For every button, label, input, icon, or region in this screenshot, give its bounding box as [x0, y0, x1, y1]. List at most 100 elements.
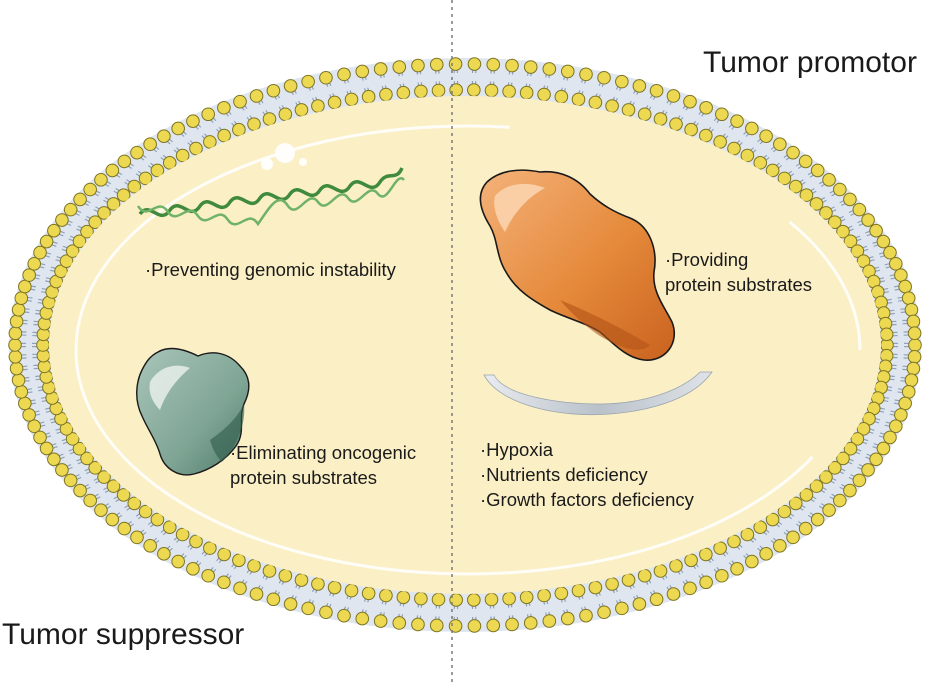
stress-item-growth-factors: ·Growth factors deficiency [480, 489, 694, 510]
lipid-head [699, 100, 713, 115]
lipid-head [765, 512, 780, 527]
lipid-head [653, 564, 668, 578]
lipid-head [448, 57, 463, 71]
lipid-head [819, 470, 833, 484]
lipid-head [65, 432, 80, 446]
lipid-head [217, 100, 231, 115]
lipid-head [571, 583, 586, 598]
lipid-head [361, 89, 376, 104]
lipid-head [247, 559, 261, 573]
stress-arc-icon [483, 371, 713, 416]
lipid-head [621, 573, 636, 587]
lipid-head [836, 451, 850, 466]
lipid-head [637, 107, 652, 122]
lipid-head [486, 618, 501, 633]
lipid-head [861, 463, 875, 477]
lipid-head [773, 538, 787, 553]
lipid-head [9, 361, 24, 376]
lipid-head [597, 70, 611, 85]
lipid-head [116, 488, 131, 502]
lipid-head [80, 224, 94, 239]
lipid-head [396, 590, 411, 605]
lipid-head [799, 488, 814, 502]
lipid-head [537, 87, 551, 102]
lipid-head [143, 538, 157, 553]
lipid-head [699, 128, 713, 143]
lipid-head [843, 192, 857, 207]
lipid-head [828, 461, 842, 475]
lipid-head [904, 302, 919, 317]
lipid-head [97, 470, 111, 484]
lipid-head [560, 611, 575, 626]
lipid-head [301, 601, 315, 616]
lipid-head [162, 156, 177, 170]
lipid-head [906, 314, 921, 329]
lipid-head [843, 234, 858, 249]
lipid-head [88, 461, 102, 475]
lipid-head [63, 202, 78, 217]
lipid-head [319, 70, 333, 85]
lipid-head [186, 114, 200, 128]
lipid-head [283, 79, 298, 93]
lipid-head [605, 99, 619, 113]
lipid-head [217, 575, 231, 590]
lipid-head [879, 327, 894, 342]
lipid-head [83, 182, 97, 197]
lipid-head [883, 245, 897, 260]
lipid-head [653, 112, 668, 126]
lipid-head [189, 534, 203, 549]
eliminating-line-2: protein substrates [230, 467, 378, 488]
lipid-head [80, 451, 94, 466]
lipid-head [810, 512, 825, 527]
lipid-head [809, 197, 824, 211]
lipid-head [852, 473, 867, 488]
eliminating-substrates-label: ·Eliminating oncogenic protein substrate… [230, 440, 416, 490]
lipid-head [852, 202, 867, 217]
lipid-head [143, 137, 157, 152]
lipid-head [14, 291, 29, 305]
lipid-head [777, 504, 792, 519]
lipid-head [876, 441, 891, 456]
lipid-head [467, 593, 481, 607]
lipid-head [105, 163, 120, 178]
lipid-head [467, 83, 481, 97]
lipid-head [888, 256, 903, 271]
lipid-head [39, 234, 54, 249]
lipid-head [560, 64, 575, 79]
lipid-heads [8, 57, 922, 633]
lipid-head [106, 479, 121, 493]
lipid-head [777, 171, 792, 186]
lipid-head [715, 568, 729, 583]
lipid-head [105, 512, 120, 527]
lipid-head [94, 503, 108, 517]
lipid-head [683, 581, 697, 596]
lipid-head [799, 188, 814, 202]
lipid-head [907, 326, 922, 341]
lipid-head [355, 64, 370, 79]
tumor-promotor-label: Tumor promotor [703, 46, 917, 79]
lipid-head [850, 432, 865, 446]
lipid-head [65, 244, 80, 258]
lipid-head [175, 527, 190, 542]
lipid-head [810, 163, 825, 178]
stress-item-hypoxia: ·Hypoxia [480, 439, 553, 460]
lipid-head [669, 559, 683, 573]
lipid-head [9, 314, 24, 329]
lipid-head [249, 89, 264, 103]
lipid-head [373, 614, 388, 628]
lipid-head [130, 530, 144, 545]
lipid-head [247, 117, 261, 131]
lipid-head [632, 597, 647, 611]
lipid-head [523, 60, 538, 74]
lipid-head [773, 137, 787, 152]
lipid-head [740, 148, 755, 163]
lipid-head [908, 338, 922, 352]
lipid-head [759, 547, 773, 561]
lipid-head [232, 553, 246, 568]
lipid-head [116, 188, 131, 202]
oncogenic-protein-blob-green [136, 347, 250, 476]
lipid-head [869, 452, 883, 467]
lipid-head [203, 541, 217, 555]
lipid-head [355, 611, 370, 626]
